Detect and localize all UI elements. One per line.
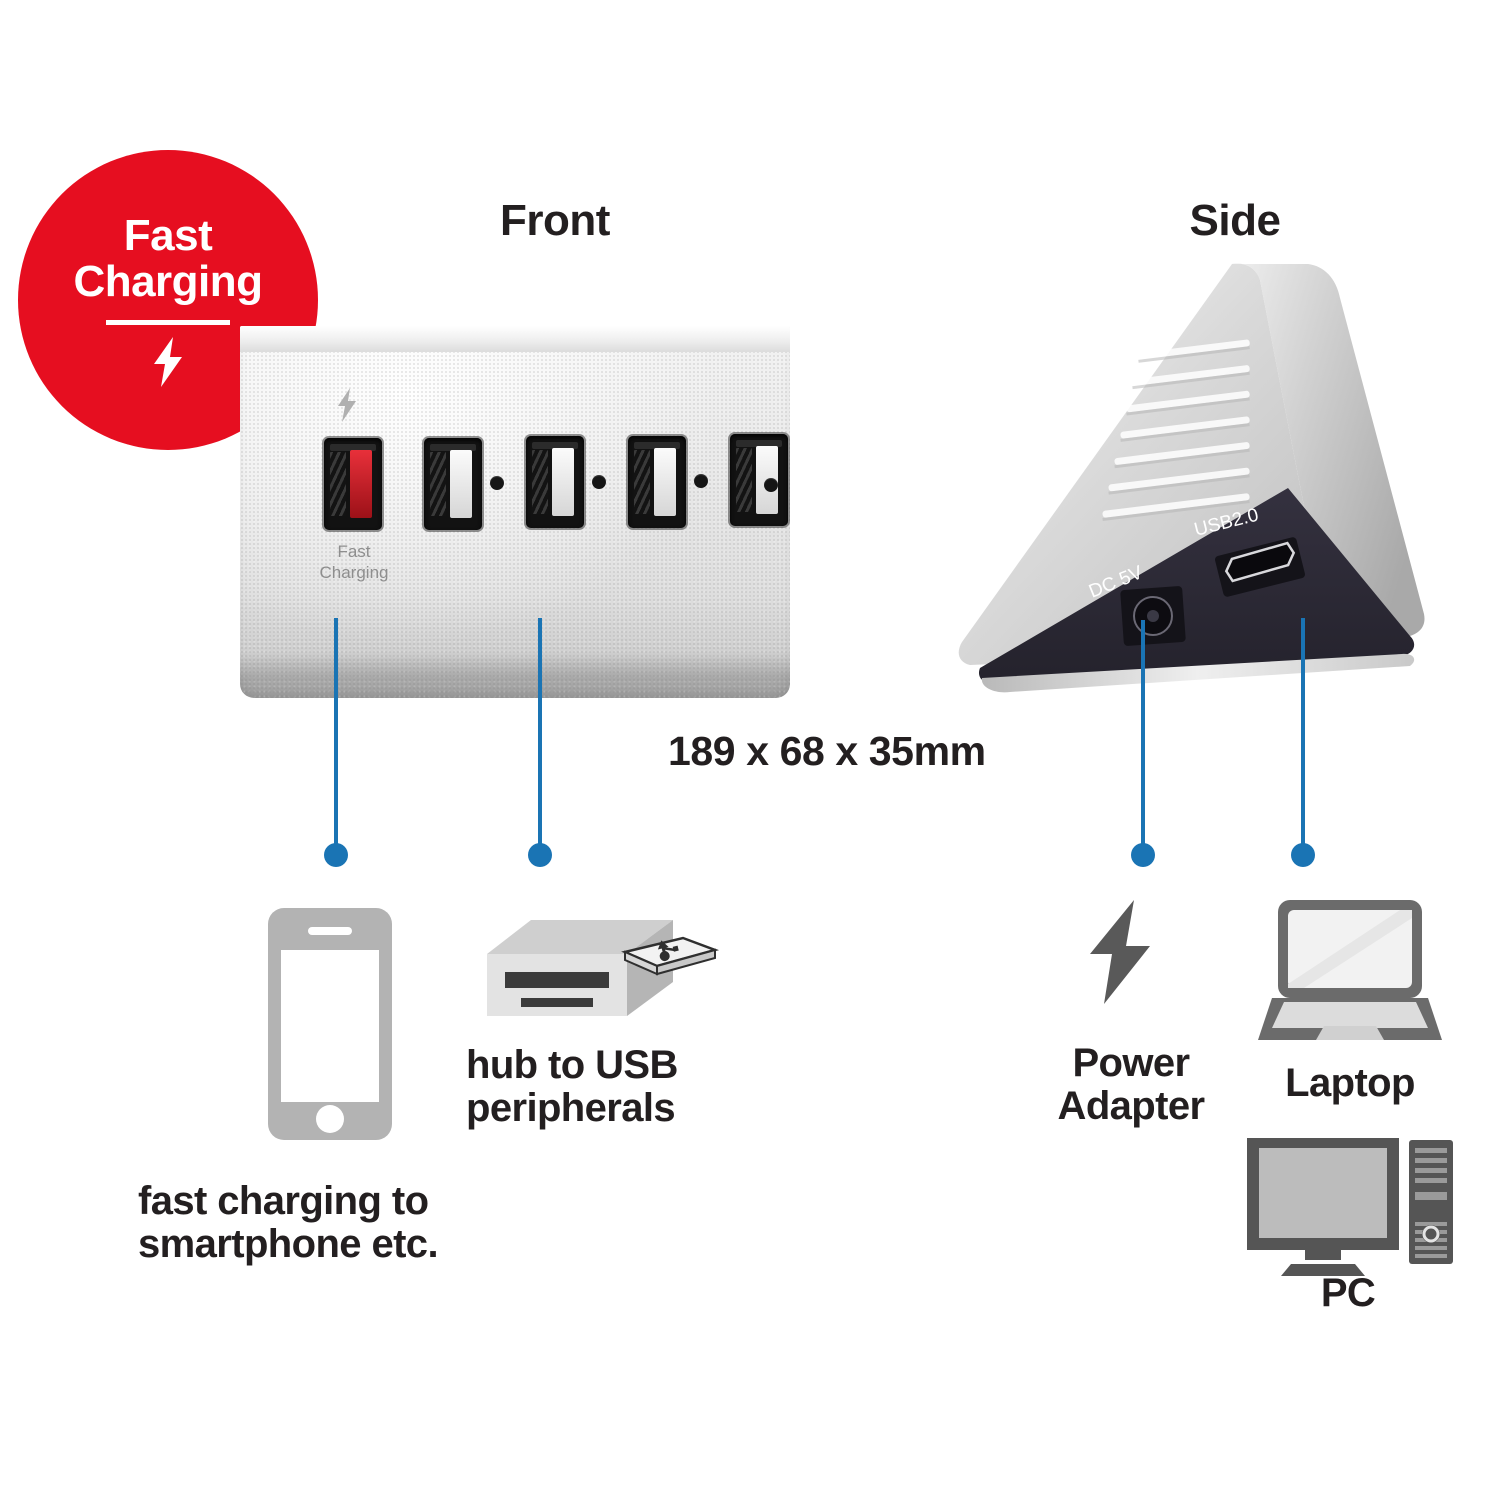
desktop-pc-icon-box bbox=[1247, 1138, 1453, 1278]
leader-line-power-adapter bbox=[1141, 620, 1145, 846]
port-tongue bbox=[552, 448, 574, 516]
fast-charging-badge: Fast Charging bbox=[18, 150, 338, 470]
usb-flash-drive-icon bbox=[487, 920, 720, 1016]
front-view-title: Front bbox=[500, 196, 610, 245]
brushed-aluminium-texture bbox=[240, 326, 790, 698]
fast-charging-port-label: Fast Charging bbox=[319, 542, 389, 582]
usb-port-2[interactable] bbox=[424, 438, 482, 530]
port-pins bbox=[634, 450, 650, 514]
top-chamfer bbox=[240, 326, 790, 352]
leader-line-laptop-pc bbox=[1301, 618, 1305, 846]
caption-power-adapter: Power Adapter bbox=[1057, 1041, 1206, 1129]
badge-line2: Charging bbox=[73, 256, 263, 306]
side-base-lip bbox=[981, 653, 1415, 693]
caption-pc: PC bbox=[1320, 1271, 1376, 1315]
usb-port-3[interactable] bbox=[526, 436, 584, 528]
port-tongue bbox=[450, 450, 472, 518]
usb-port-5[interactable] bbox=[730, 434, 788, 526]
laptop-icon-box bbox=[1258, 900, 1442, 1046]
side-rear-panel bbox=[978, 488, 1415, 685]
leader-line-usb-peripherals bbox=[538, 618, 542, 846]
side-view-title: Side bbox=[1189, 196, 1281, 245]
port-pins bbox=[430, 452, 446, 516]
side-right-face bbox=[1232, 263, 1425, 650]
leader-line-smartphone bbox=[334, 618, 338, 846]
lightning-bolt-icon bbox=[154, 336, 182, 387]
usb-flash-drive-icon-box bbox=[487, 916, 720, 1024]
usb-port-fast-charging[interactable] bbox=[324, 438, 382, 530]
leader-dot-laptop-pc bbox=[1291, 843, 1315, 867]
micro-usb-port-icon bbox=[1215, 537, 1305, 597]
front-view-device: Fast Charging bbox=[240, 326, 790, 698]
leader-dot-power-adapter bbox=[1131, 843, 1155, 867]
caption-smartphone: fast charging to smartphone etc. bbox=[138, 1179, 439, 1267]
caption-usb-peripherals: hub to USB peripherals bbox=[466, 1043, 678, 1131]
ventilation-slots bbox=[1102, 339, 1250, 518]
leader-dot-smartphone bbox=[324, 843, 348, 867]
led-indicator-4 bbox=[694, 474, 708, 488]
led-indicator-3 bbox=[592, 475, 606, 489]
laptop-icon bbox=[1258, 900, 1442, 1040]
led-indicator-5 bbox=[764, 478, 778, 492]
smartphone-icon-box bbox=[268, 908, 392, 1140]
port-pins bbox=[736, 448, 752, 512]
badge-line1: Fast bbox=[123, 211, 213, 261]
badge-divider bbox=[106, 319, 230, 325]
port-pins bbox=[532, 450, 548, 514]
port-tongue bbox=[654, 448, 676, 516]
caption-laptop: Laptop bbox=[1285, 1061, 1415, 1105]
port-rail bbox=[634, 442, 680, 449]
lightning-bolt-icon bbox=[338, 388, 356, 422]
usb-port-4[interactable] bbox=[628, 436, 686, 528]
port-rail bbox=[736, 440, 782, 447]
badge-circle: Fast Charging bbox=[18, 150, 318, 450]
power-adapter-icon-box bbox=[1084, 900, 1156, 1004]
port-rail bbox=[430, 444, 476, 451]
port-rail bbox=[330, 444, 376, 451]
port-rail bbox=[532, 442, 578, 449]
leader-dot-usb-peripherals bbox=[528, 843, 552, 867]
side-view-device: DC 5V USB2.0 bbox=[940, 250, 1440, 710]
smartphone-icon bbox=[268, 908, 392, 1140]
dc-barrel-jack-icon bbox=[1120, 586, 1186, 646]
lightning-bolt-icon bbox=[1090, 900, 1150, 1004]
desktop-pc-icon bbox=[1247, 1138, 1453, 1276]
port-pins bbox=[330, 452, 346, 516]
led-indicator-2 bbox=[490, 476, 504, 490]
dimensions-label: 189 x 68 x 35mm bbox=[668, 728, 986, 774]
port-tongue bbox=[350, 450, 372, 518]
